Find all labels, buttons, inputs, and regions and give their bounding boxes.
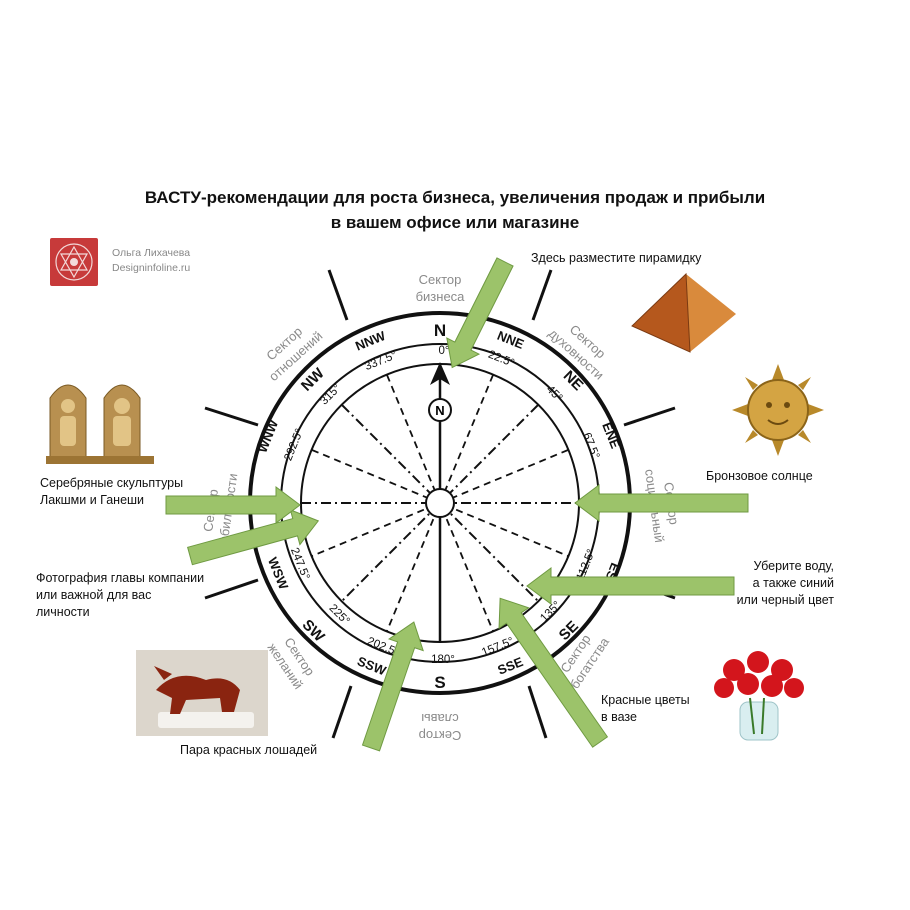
north-marker: N bbox=[435, 403, 444, 418]
deg-22-5: 22.5° bbox=[486, 349, 516, 370]
pyramid-image bbox=[631, 272, 736, 353]
deg-292-5: 292.5° bbox=[282, 427, 306, 462]
arrow-pyramid bbox=[446, 257, 514, 369]
arrow-sun bbox=[574, 484, 749, 522]
dir-sw: SW bbox=[299, 616, 329, 646]
svg-text:Сектор: Сектор bbox=[419, 728, 462, 743]
arrow-flowers bbox=[498, 597, 609, 748]
dir-wnw: WNW bbox=[255, 417, 282, 455]
label-photo: Фотография главы компании или важной для… bbox=[36, 571, 205, 619]
svg-text:бизнеса: бизнеса bbox=[416, 289, 466, 304]
dir-nw: NW bbox=[298, 364, 328, 394]
dir-s: S bbox=[434, 673, 445, 692]
title-line-2: в вашем офисе или магазине bbox=[330, 213, 580, 232]
deg-247-5: 247.5° bbox=[288, 546, 312, 581]
red-horses-image bbox=[136, 650, 268, 736]
recommendation-arrows bbox=[165, 257, 749, 752]
label-sun: Бронзовое солнце bbox=[706, 469, 813, 483]
label-sculptures: Серебряные скульптуры Лакшми и Ганеши bbox=[40, 476, 184, 507]
arrow-sculptures bbox=[165, 486, 301, 524]
north-arrowhead bbox=[430, 362, 450, 385]
title-line-1: ВАСТУ-рекомендации для роста бизнеса, ув… bbox=[144, 188, 766, 207]
svg-text:Сектор: Сектор bbox=[419, 272, 462, 287]
sector-fame: Сектор славы bbox=[419, 711, 462, 743]
deg-337-5: 337.5° bbox=[363, 349, 398, 373]
yantra-icon bbox=[55, 243, 93, 281]
deg-0: 0° bbox=[439, 345, 450, 357]
bronze-sun-image bbox=[732, 364, 824, 456]
svg-text:славы: славы bbox=[421, 711, 459, 726]
dir-n: N bbox=[434, 321, 446, 340]
label-pyramid: Здесь разместите пирамидку bbox=[531, 251, 702, 265]
arrow-horses bbox=[361, 621, 424, 752]
arrow-photo bbox=[187, 509, 320, 566]
author-name: Ольга Лихачева bbox=[112, 247, 191, 259]
arrow-water bbox=[526, 567, 735, 605]
author-block: Ольга Лихачева Designinfoline.ru bbox=[112, 246, 190, 276]
deg-180: 180° bbox=[431, 654, 455, 666]
north-marker-circle bbox=[428, 398, 452, 422]
deg-157-5: 157.5° bbox=[480, 635, 515, 659]
label-horses: Пара красных лошадей bbox=[180, 743, 318, 757]
diagram-title: ВАСТУ-рекомендации для роста бизнеса, ув… bbox=[40, 185, 870, 235]
red-roses-image bbox=[714, 651, 804, 741]
author-logo bbox=[50, 238, 98, 286]
author-site[interactable]: Designinfoline.ru bbox=[112, 262, 191, 274]
label-water: Уберите воду, а также синий или черный ц… bbox=[736, 559, 834, 607]
dir-ene: ENE bbox=[599, 420, 623, 451]
deg-67-5: 67.5° bbox=[580, 431, 601, 461]
dir-ne: NE bbox=[560, 367, 587, 394]
sculptures-image bbox=[46, 384, 154, 464]
compass-center bbox=[425, 488, 455, 518]
sector-business: Сектор бизнеса bbox=[416, 272, 466, 304]
deg-315: 315° bbox=[318, 382, 343, 407]
label-flowers: Красные цветы в вазе bbox=[601, 693, 690, 724]
sector-spirituality: Сектор духовности bbox=[546, 322, 609, 383]
